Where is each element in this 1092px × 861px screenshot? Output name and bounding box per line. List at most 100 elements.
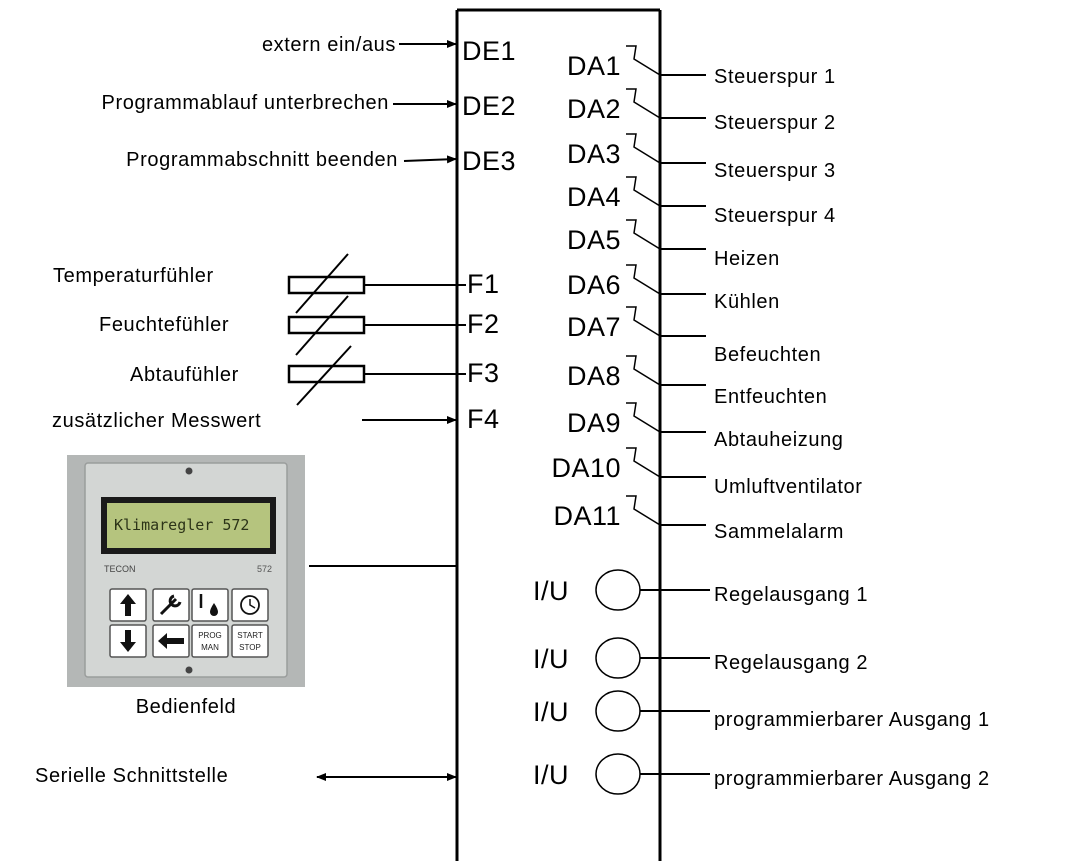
sensor-slash (296, 345, 352, 406)
brand-logo: TECON (104, 564, 136, 574)
sensor-slash (295, 295, 349, 356)
prog-man-key (191, 624, 229, 658)
output-terminal: DA11 (553, 501, 621, 531)
output-label: Steuerspur 3 (714, 160, 836, 182)
relay-contact-icon (626, 133, 661, 164)
sensor-f1: Temperaturfühler F1 (53, 253, 500, 314)
back-arrow-icon (158, 633, 184, 649)
output-label: Steuerspur 2 (714, 112, 836, 134)
output-terminal: DA10 (551, 453, 621, 483)
man-label: MAN (201, 643, 219, 652)
digital-input-de1: extern ein/aus DE1 (262, 34, 516, 66)
analog-output-circle (595, 569, 641, 611)
relay-contact-icon (626, 45, 661, 76)
wrench-icon (159, 594, 182, 616)
analog-output-3: I/U programmierbarer Ausgang 1 (533, 690, 990, 732)
screw-icon (185, 666, 193, 674)
temp-humidity-key (191, 588, 229, 622)
de1-label: extern ein/aus (262, 34, 396, 56)
output-terminal: DA2 (567, 94, 621, 124)
down-arrow-icon (120, 630, 136, 652)
output-terminal: DA4 (567, 182, 621, 212)
relay-contact-icon (626, 402, 661, 433)
start-label: START (237, 631, 263, 640)
relay-contact-icon (626, 88, 661, 119)
analog-output-label: programmierbarer Ausgang 1 (714, 709, 990, 731)
relay-contact-icon (626, 264, 661, 295)
f4-label: zusätzlicher Messwert (52, 410, 261, 432)
f3-terminal: F3 (467, 358, 500, 388)
f4-terminal: F4 (467, 404, 500, 434)
relay-contact-icon (626, 355, 661, 386)
lcd-display (107, 503, 270, 548)
f1-terminal: F1 (467, 269, 500, 299)
output-label: Steuerspur 1 (714, 66, 836, 88)
digital-input-de3: Programmabschnitt beenden DE3 (126, 146, 516, 176)
output-label: Abtauheizung (714, 429, 844, 451)
drop-icon (210, 603, 218, 616)
analog-terminal: I/U (533, 697, 569, 727)
analog-terminal: I/U (533, 644, 569, 674)
analog-output-2: I/U Regelausgang 2 (533, 637, 868, 679)
de3-terminal: DE3 (462, 146, 516, 176)
de3-label: Programmabschnitt beenden (126, 149, 398, 171)
digital-input-de2: Programmablauf unterbrechen DE2 (102, 91, 516, 121)
f3-label: Abtaufühler (130, 364, 239, 386)
relay-contact-icon (626, 447, 661, 478)
de1-terminal: DE1 (462, 36, 516, 66)
up-arrow-icon (120, 594, 136, 616)
f2-label: Feuchtefühler (99, 314, 229, 336)
f1-label: Temperaturfühler (53, 265, 214, 287)
output-label: Kühlen (714, 291, 780, 313)
relay-contact-icon (626, 495, 661, 526)
output-terminal: DA3 (567, 139, 621, 169)
analog-terminal: I/U (533, 576, 569, 606)
stop-label: STOP (239, 643, 261, 652)
analog-terminal: I/U (533, 760, 569, 790)
serial-label: Serielle Schnittstelle (35, 765, 228, 787)
lcd-text: Klimaregler 572 (114, 516, 249, 534)
sensor-slash (295, 253, 349, 314)
sensor-f3: Abtaufühler F3 (130, 345, 500, 406)
relay-contact-icon (626, 306, 661, 337)
model-number: 572 (257, 564, 272, 574)
de2-label: Programmablauf unterbrechen (102, 92, 389, 114)
output-label: Befeuchten (714, 344, 821, 366)
sensor-f4: zusätzlicher Messwert F4 (52, 404, 500, 434)
output-label: Sammelalarm (714, 521, 844, 543)
output-label: Entfeuchten (714, 386, 827, 408)
analog-output-circle (595, 690, 641, 732)
relay-contact-icon (626, 176, 661, 207)
f2-terminal: F2 (467, 309, 500, 339)
output-terminal: DA7 (567, 312, 621, 342)
analog-output-circle (595, 637, 641, 679)
output-label: Steuerspur 4 (714, 205, 836, 227)
output-terminal: DA9 (567, 408, 621, 438)
de3-arrow (403, 155, 457, 164)
screw-icon (185, 467, 193, 475)
analog-output-circle (595, 753, 641, 795)
sensor-f2: Feuchtefühler F2 (99, 295, 500, 356)
controller-box (455, 8, 662, 861)
operating-panel: Klimaregler 572 TECON 572 PROG MAN START… (67, 455, 305, 718)
analog-output-label: Regelausgang 2 (714, 652, 868, 674)
output-terminal: DA1 (567, 51, 621, 81)
de2-terminal: DE2 (462, 91, 516, 121)
output-terminal: DA8 (567, 361, 621, 391)
output-label: Heizen (714, 248, 780, 270)
output-terminal: DA5 (567, 225, 621, 255)
